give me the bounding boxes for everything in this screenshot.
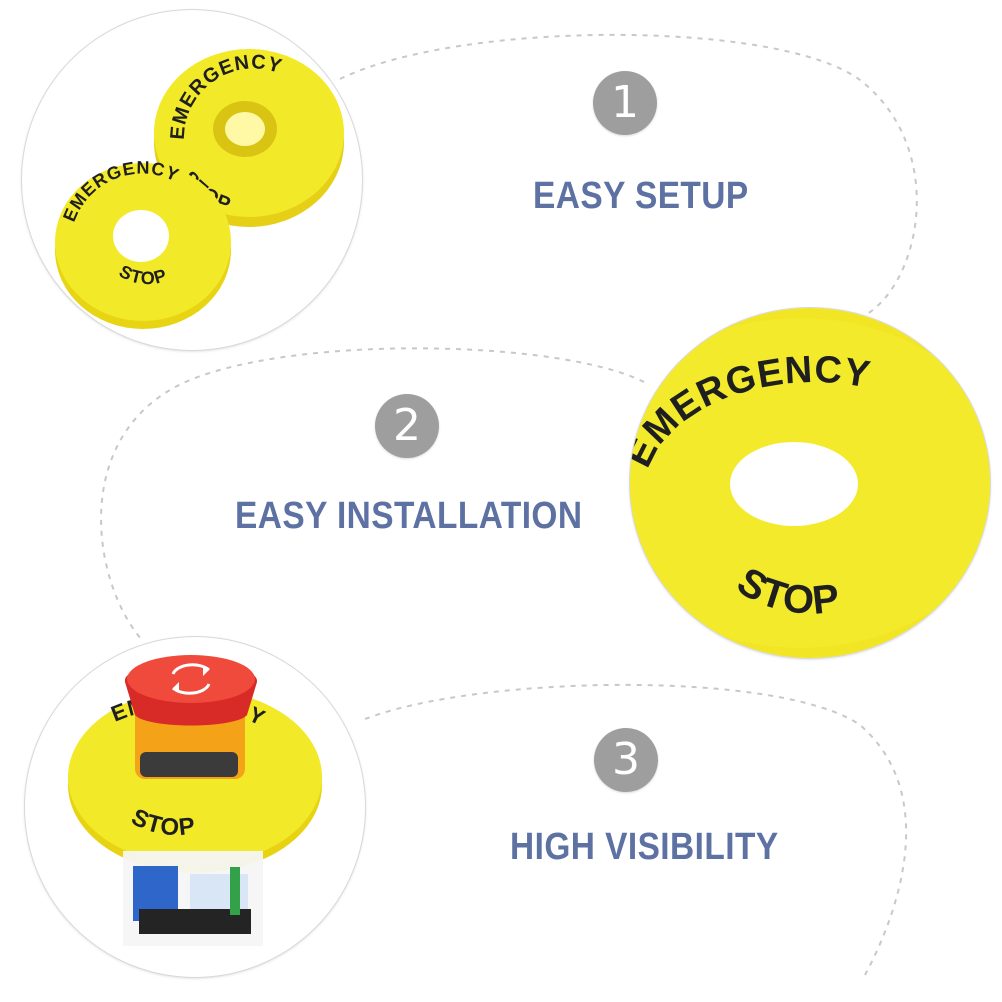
ring-closeup-illustration: EMERGENCY STOP	[630, 308, 990, 658]
emergency-button-illustration: EMERGENCY STOP	[68, 655, 322, 946]
step-3-number: 3	[612, 734, 640, 785]
photo-ring-closeup: EMERGENCY STOP	[630, 308, 990, 658]
photo-emergency-button: EMERGENCY STOP	[25, 637, 365, 977]
ring-pair-illustration: EMERGENCY STOP EMERGENCY STOP	[55, 49, 344, 329]
step-3-number-badge: 3	[594, 728, 658, 792]
step-3-title: HIGH VISIBILITY	[510, 826, 779, 868]
step-1-title: EASY SETUP	[533, 175, 749, 217]
photo-ring-pair: EMERGENCY STOP EMERGENCY STOP	[22, 10, 362, 350]
step-2-title: EASY INSTALLATION	[235, 495, 583, 537]
step-1-number: 1	[611, 77, 639, 128]
step-2-number-badge: 2	[375, 394, 439, 458]
step-1-number-badge: 1	[593, 71, 657, 135]
step-2-number: 2	[393, 400, 421, 451]
rotate-arrows-icon	[171, 663, 211, 695]
